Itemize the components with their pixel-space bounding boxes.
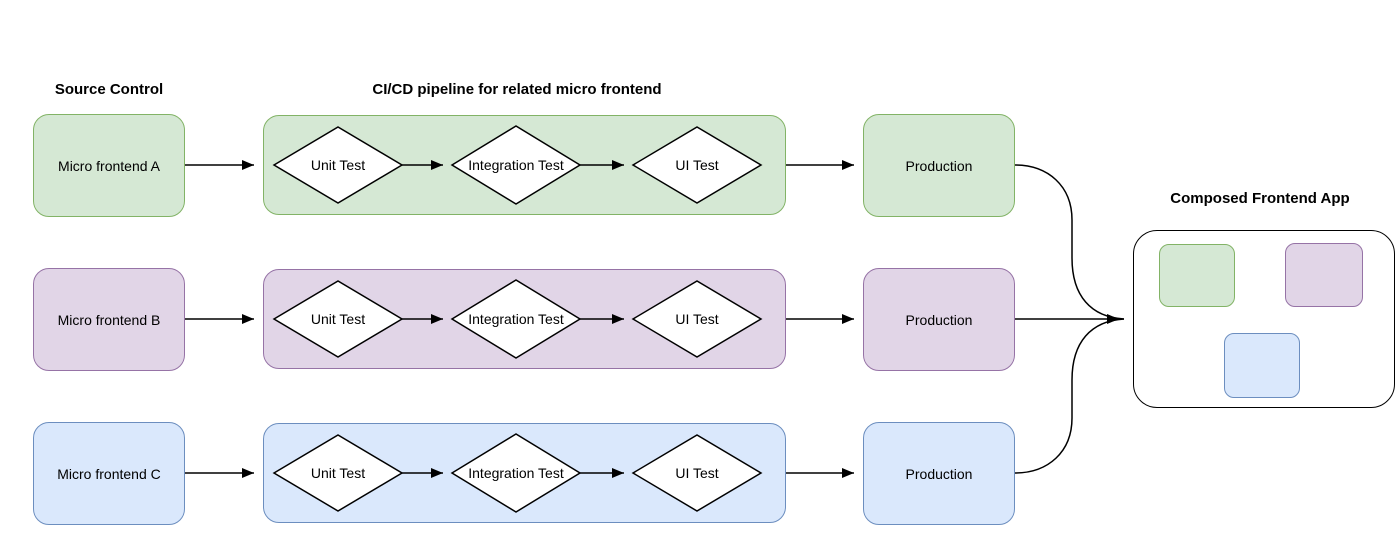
composed-tile-green bbox=[1159, 244, 1235, 307]
composed-app-box bbox=[1133, 230, 1395, 408]
curve-production-a-to-composed bbox=[1014, 164, 1125, 320]
production-box-c: Production bbox=[863, 422, 1015, 525]
source-box-label: Micro frontend A bbox=[58, 157, 160, 174]
curve-production-c-to-composed bbox=[1014, 318, 1125, 474]
source-box-c: Micro frontend C bbox=[33, 422, 185, 525]
production-box-label: Production bbox=[905, 311, 973, 328]
production-box-b: Production bbox=[863, 268, 1015, 371]
source-box-b: Micro frontend B bbox=[33, 268, 185, 371]
diamond-label-ui-test-b: UI Test bbox=[675, 311, 719, 327]
source-control-header: Source Control bbox=[54, 81, 164, 98]
diamond-label-unit-test-b: Unit Test bbox=[310, 311, 366, 327]
composed-app-header: Composed Frontend App bbox=[1170, 190, 1350, 207]
production-box-a: Production bbox=[863, 114, 1015, 217]
diamond-label-unit-test-c: Unit Test bbox=[310, 465, 366, 481]
pipeline-header: CI/CD pipeline for related micro fronten… bbox=[372, 81, 662, 98]
source-box-a: Micro frontend A bbox=[33, 114, 185, 217]
diamond-label-unit-test-a: Unit Test bbox=[310, 157, 366, 173]
diamond-label-ui-test-a: UI Test bbox=[675, 157, 719, 173]
composed-tile-purple bbox=[1285, 243, 1363, 307]
production-box-label: Production bbox=[905, 157, 973, 174]
diamond-label-integration-test-c: Integration Test bbox=[468, 465, 564, 481]
diamond-label-integration-test-a: Integration Test bbox=[468, 157, 564, 173]
diamond-label-integration-test-b: Integration Test bbox=[468, 311, 564, 327]
source-box-label: Micro frontend B bbox=[57, 311, 161, 328]
source-box-label: Micro frontend C bbox=[57, 465, 161, 482]
production-box-label: Production bbox=[905, 465, 973, 482]
diamond-label-ui-test-c: UI Test bbox=[675, 465, 719, 481]
composed-tile-blue bbox=[1224, 333, 1300, 398]
